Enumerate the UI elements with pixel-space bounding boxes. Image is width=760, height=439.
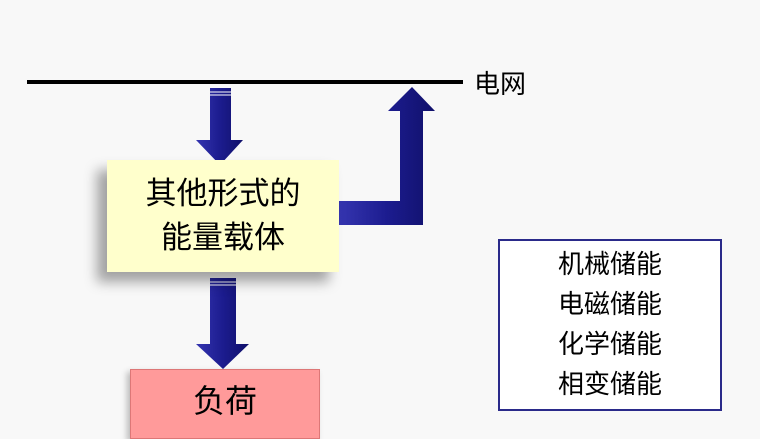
energy-carrier-box: 其他形式的 能量载体 bbox=[107, 160, 339, 272]
storage-type: 电磁储能 bbox=[557, 290, 662, 320]
carrier-line-1: 其他形式的 bbox=[145, 176, 301, 212]
storage-type: 化学储能 bbox=[557, 330, 662, 360]
arrow-grid-to-carrier bbox=[196, 88, 243, 165]
arrow-carrier-to-grid bbox=[339, 87, 435, 225]
arrow-carrier-to-load bbox=[196, 278, 249, 369]
carrier-line-2: 能量载体 bbox=[161, 220, 285, 256]
storage-type: 机械储能 bbox=[557, 250, 662, 280]
power-grid-line bbox=[27, 80, 463, 84]
storage-type: 相变储能 bbox=[557, 370, 662, 400]
storage-types-box: 机械储能 电磁储能 化学储能 相变储能 bbox=[498, 239, 722, 411]
power-grid-label: 电网 bbox=[474, 70, 527, 100]
load-box: 负荷 bbox=[130, 369, 320, 439]
load-label: 负荷 bbox=[192, 382, 257, 420]
